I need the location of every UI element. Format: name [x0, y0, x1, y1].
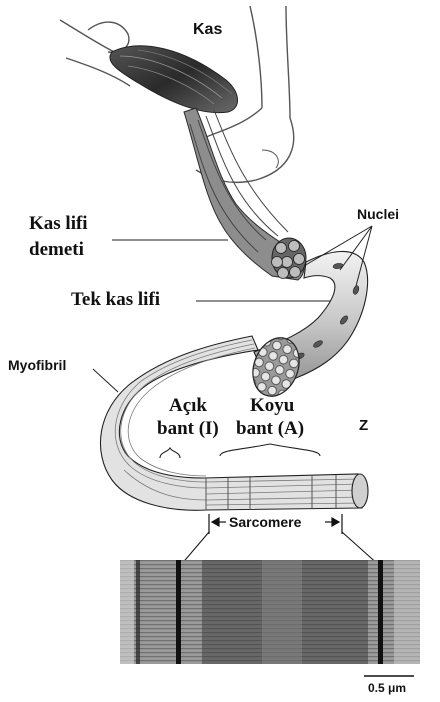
- label-kas-lifi-demeti-2: demeti: [29, 240, 84, 259]
- label-sarcomere: Sarcomere: [229, 515, 301, 529]
- label-myofibril: Myofibril: [8, 358, 66, 372]
- label-tek-kas-lifi: Tek kas lifi: [71, 290, 160, 309]
- muscle-belly: [110, 46, 238, 113]
- label-kas: Kas: [193, 22, 222, 38]
- single-muscle-fiber: [245, 251, 368, 402]
- fascicle-cross-section: [272, 238, 307, 279]
- label-scale-bar: 0.5 μm: [368, 682, 406, 694]
- label-acik-bant-2: bant (I): [157, 419, 219, 438]
- band-braces: [160, 444, 320, 458]
- label-koyu-bant-1: Koyu: [250, 396, 294, 415]
- label-acik-bant-1: Açık: [169, 396, 207, 415]
- myofibril-tube: [100, 336, 368, 510]
- label-koyu-bant-2: bant (A): [236, 419, 304, 438]
- label-nuclei: Nuclei: [357, 207, 399, 221]
- label-z: Z: [359, 418, 368, 433]
- label-kas-lifi-demeti-1: Kas lifi: [29, 214, 88, 233]
- electron-micrograph: [120, 560, 420, 664]
